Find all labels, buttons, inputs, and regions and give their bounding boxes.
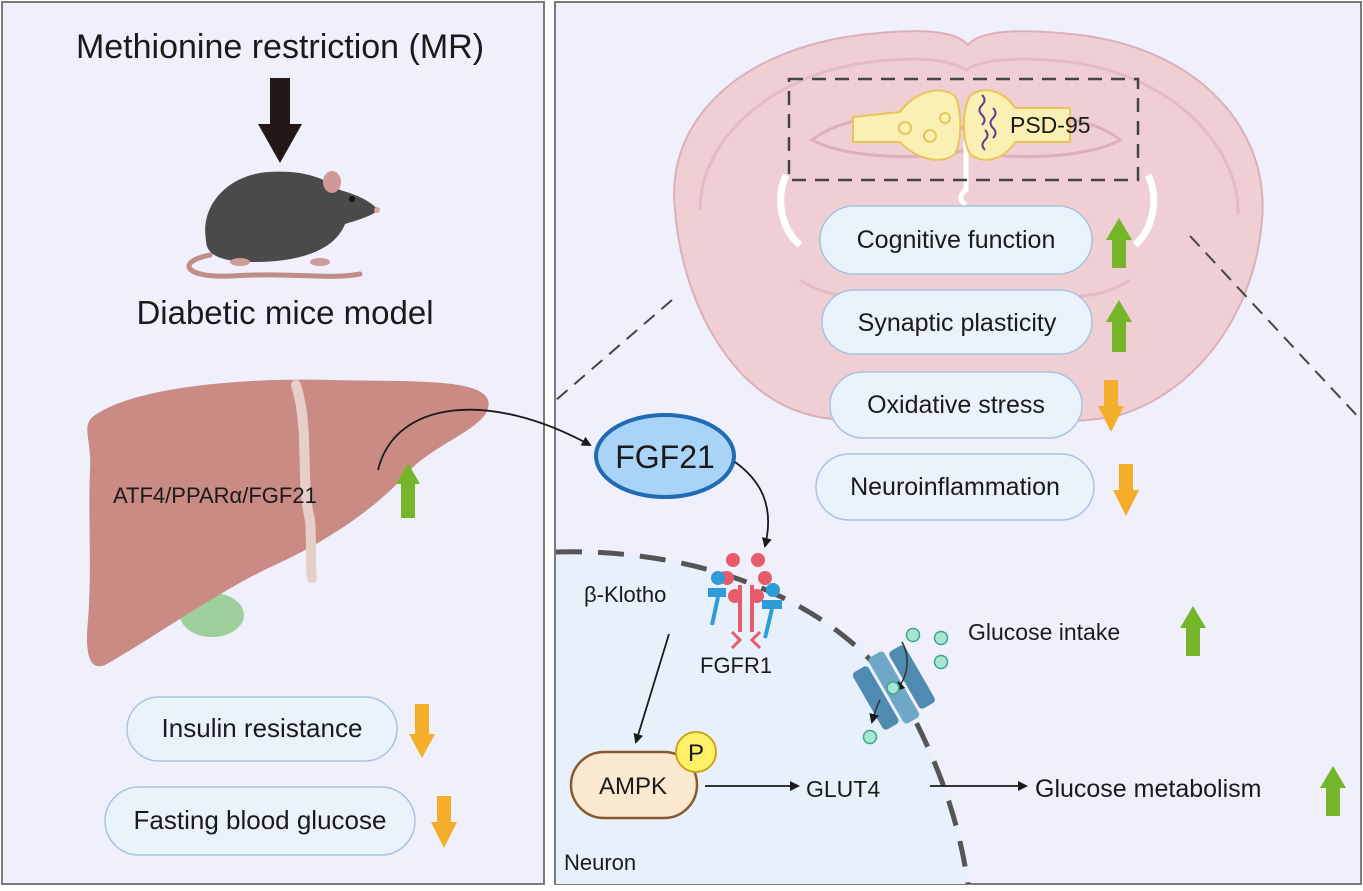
down-arrow-neuroinflammation-icon [1113, 464, 1139, 516]
fgf21-label: FGF21 [615, 439, 715, 475]
liver-to-fgf21-arrow [377, 408, 592, 471]
neuron-membrane [556, 549, 971, 884]
effect-cognitive-function: Cognitive function [819, 205, 1093, 275]
outcome-label: Fasting blood glucose [134, 805, 387, 835]
ampk-label: AMPK [599, 773, 667, 800]
mouse-icon [186, 171, 380, 279]
up-arrow-cognitive-icon [1106, 218, 1132, 268]
down-arrow-oxidative-icon [1098, 380, 1124, 432]
glut4-label: GLUT4 [806, 776, 880, 802]
ampk-node: AMPK [569, 750, 699, 820]
zoom-line-right [1189, 235, 1361, 421]
outcome-label: Insulin resistance [162, 713, 363, 743]
down-arrow-insulin-icon [409, 704, 435, 758]
effect-label: Neuroinflammation [850, 473, 1060, 501]
up-arrow-glucose-intake-icon [1180, 606, 1206, 656]
fgfr1-receptor-icon [720, 553, 772, 650]
mr-title: Methionine restriction (MR) [76, 28, 484, 66]
fgf21-to-receptor-arrow [734, 461, 772, 548]
psd95-label: PSD-95 [1010, 112, 1091, 138]
down-arrow-fasting-icon [431, 796, 457, 848]
beta-klotho-label: β-Klotho [584, 582, 666, 607]
receptor-to-ampk-arrow [633, 633, 670, 744]
fgfr1-label: FGFR1 [700, 653, 772, 678]
glucose-metabolism-label: Glucose metabolism [1035, 775, 1261, 803]
outcome-insulin-resistance: Insulin resistance [126, 696, 398, 762]
synapse-zoom-box [787, 77, 1140, 182]
glucose-molecules-icon [862, 627, 949, 745]
effect-oxidative-stress: Oxidative stress [829, 371, 1083, 439]
synapse-icon [852, 89, 1071, 161]
up-arrow-liver-icon [396, 463, 420, 518]
effect-label: Cognitive function [857, 226, 1056, 254]
phospho-badge: P [675, 731, 717, 773]
model-label: Diabetic mice model [136, 294, 433, 331]
down-arrow-mr-icon [258, 78, 302, 163]
glucose-intake-label: Glucose intake [968, 619, 1120, 645]
beta-klotho-icon [708, 571, 782, 639]
effect-label: Synaptic plasticity [858, 309, 1057, 337]
effect-label: Oxidative stress [867, 391, 1045, 419]
fgf21-node: FGF21 [594, 413, 736, 499]
liver-pathway-label: ATF4/PPARα/FGF21 [113, 483, 317, 508]
outcome-fasting-glucose: Fasting blood glucose [104, 786, 416, 856]
neuron-label: Neuron [564, 850, 636, 875]
up-arrow-synaptic-icon [1106, 300, 1132, 352]
up-arrow-glucose-metabolism-icon [1320, 766, 1346, 816]
effect-neuroinflammation: Neuroinflammation [815, 453, 1095, 521]
effect-synaptic-plasticity: Synaptic plasticity [821, 289, 1093, 355]
phospho-label: P [688, 740, 704, 767]
liver-icon [86, 379, 489, 667]
zoom-line-left [556, 299, 673, 401]
